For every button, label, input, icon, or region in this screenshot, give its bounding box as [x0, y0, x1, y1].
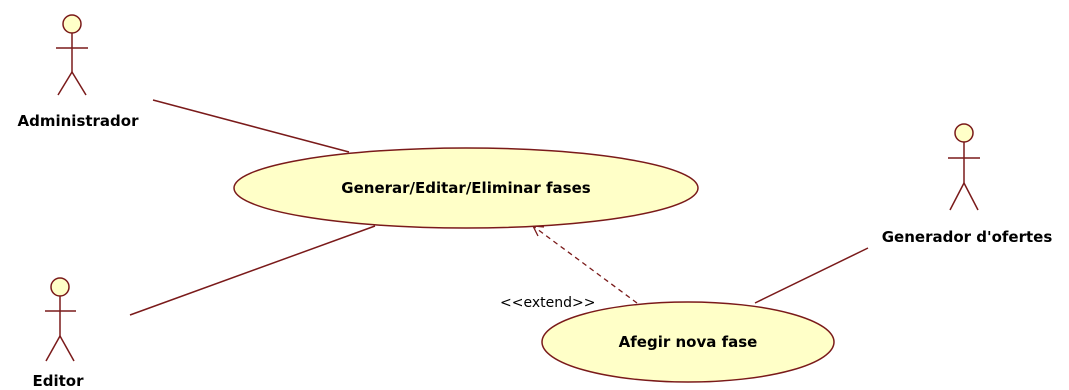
stick-figure-icon	[45, 277, 76, 362]
actor-administrador-label: Administrador	[18, 112, 140, 130]
assoc-editor-generar	[129, 225, 376, 316]
extend-dependency	[531, 225, 638, 304]
extend-stereotype-label: <<extend>>	[500, 295, 595, 311]
assoc-generador-afegir	[754, 247, 869, 304]
stick-figure-icon	[948, 123, 980, 211]
actor-editor[interactable]: Editor	[33, 277, 85, 390]
use-case-afegir[interactable]: Afegir nova fase	[541, 301, 835, 383]
assoc-administrador-generar	[152, 99, 350, 153]
use-case-afegir-label: Afegir nova fase	[619, 333, 758, 351]
stick-figure-icon	[56, 14, 88, 96]
use-case-generar-label: Generar/Editar/Eliminar fases	[341, 179, 590, 197]
actor-editor-label: Editor	[33, 372, 85, 390]
actor-generador-ofertes[interactable]: Generador d'ofertes	[882, 123, 1053, 246]
actor-generador-ofertes-label: Generador d'ofertes	[882, 228, 1053, 246]
actor-administrador[interactable]: Administrador	[18, 14, 140, 130]
use-case-generar[interactable]: Generar/Editar/Eliminar fases	[233, 147, 699, 229]
